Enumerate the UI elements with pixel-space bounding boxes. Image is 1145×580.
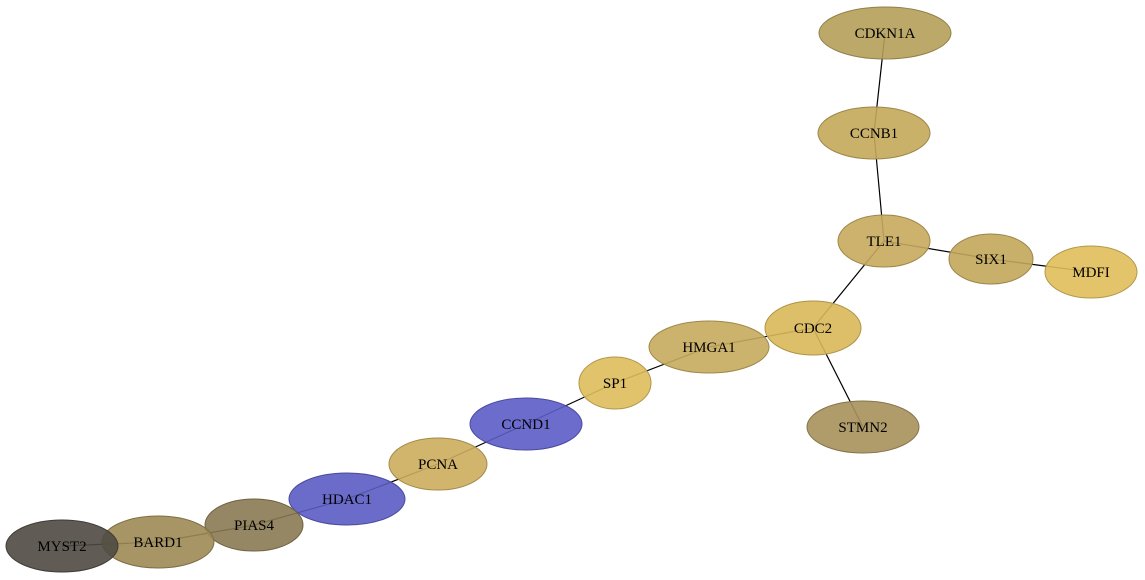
node-shape	[817, 106, 931, 160]
node-label: HMGA1	[682, 340, 735, 356]
node-label: SIX1	[975, 252, 1007, 268]
node-sp1[interactable]: SP1	[578, 356, 652, 410]
node-mdfi[interactable]: MDFI	[1044, 245, 1138, 299]
node-myst2[interactable]: MYST2	[5, 519, 119, 573]
node-label: MYST2	[37, 539, 86, 555]
node-shape	[578, 356, 652, 410]
node-shape	[806, 400, 920, 454]
node-hmga1[interactable]: HMGA1	[648, 320, 770, 374]
node-label: TLE1	[867, 234, 902, 250]
node-shape	[288, 472, 406, 526]
node-shape	[948, 233, 1034, 285]
node-shape	[648, 320, 770, 374]
node-ccnd1[interactable]: CCND1	[469, 397, 583, 451]
node-hdac1[interactable]: HDAC1	[288, 472, 406, 526]
node-shape	[388, 437, 488, 491]
node-shape	[204, 498, 304, 552]
node-label: CDC2	[794, 321, 832, 337]
node-label: PIAS4	[234, 518, 275, 534]
node-shape	[818, 6, 952, 60]
node-six1[interactable]: SIX1	[948, 233, 1034, 285]
edges-layer	[61, 32, 1092, 547]
node-ccnb1[interactable]: CCNB1	[817, 106, 931, 160]
node-pcna[interactable]: PCNA	[388, 437, 488, 491]
node-label: CDKN1A	[855, 26, 916, 42]
node-stmn2[interactable]: STMN2	[806, 400, 920, 454]
node-shape	[764, 300, 862, 356]
node-shape	[1044, 245, 1138, 299]
node-label: CCNB1	[850, 126, 898, 142]
node-label: PCNA	[418, 457, 458, 473]
node-shape	[469, 397, 583, 451]
node-label: BARD1	[133, 535, 182, 551]
node-label: STMN2	[838, 420, 887, 436]
node-label: SP1	[603, 376, 627, 392]
node-cdkn1a[interactable]: CDKN1A	[818, 6, 952, 60]
node-tle1[interactable]: TLE1	[837, 214, 931, 268]
node-label: CCND1	[501, 417, 550, 433]
node-pias4[interactable]: PIAS4	[204, 498, 304, 552]
node-label: MDFI	[1072, 265, 1110, 281]
node-shape	[5, 519, 119, 573]
node-shape	[837, 214, 931, 268]
node-bard1[interactable]: BARD1	[101, 515, 215, 569]
node-label: HDAC1	[322, 492, 372, 508]
node-cdc2[interactable]: CDC2	[764, 300, 862, 356]
